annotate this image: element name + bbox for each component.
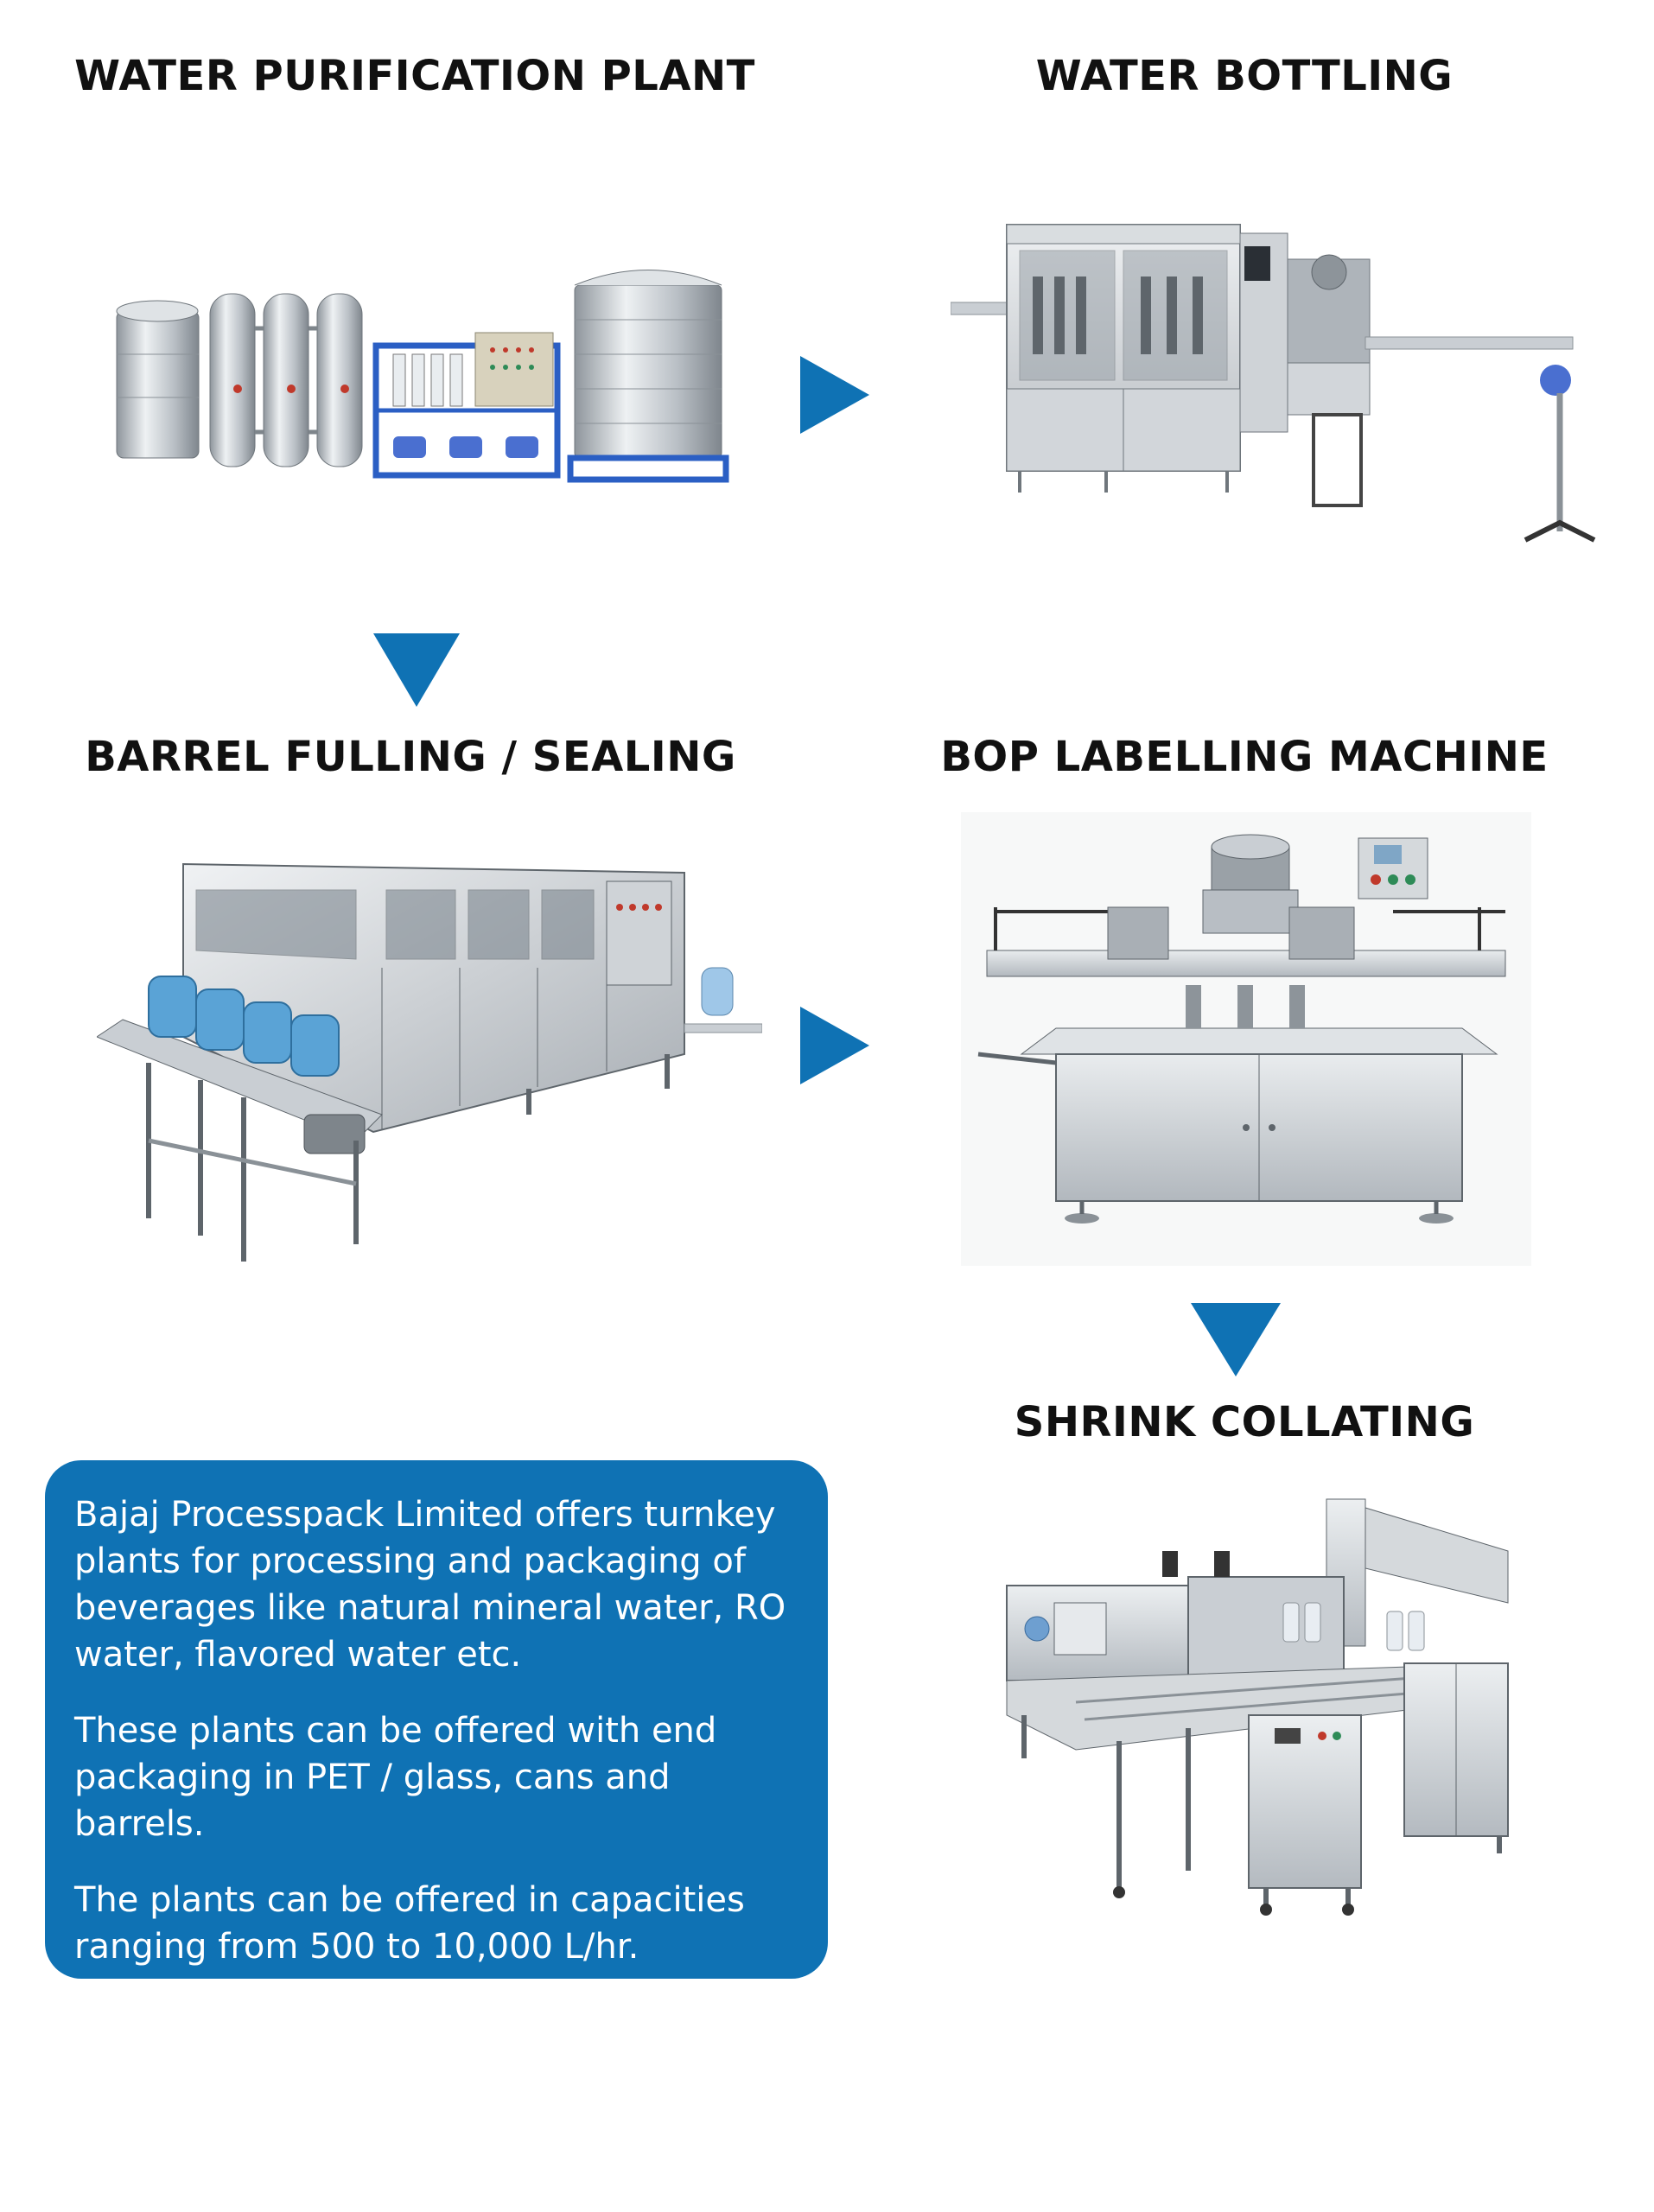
step-title-purification: WATER PURIFICATION PLANT — [74, 52, 755, 100]
info-paragraph: The plants can be offered in capacities … — [74, 1880, 745, 1967]
info-box: Bajaj Processpack Limited offers turnkey… — [45, 1460, 828, 1979]
arrow-down-icon — [373, 633, 460, 707]
arrow-right-1 — [800, 356, 869, 434]
arrow-down-2 — [1191, 1303, 1281, 1376]
arrow-right-icon — [800, 356, 869, 434]
step-title-barrel: BARREL FULLING / SEALING — [85, 733, 736, 781]
shrink-collating-machine-image — [989, 1491, 1530, 1948]
step-title-bottling: WATER BOTTLING — [1035, 52, 1454, 100]
bottling-machine-image — [951, 207, 1607, 553]
arrow-down-1 — [373, 633, 460, 707]
step-title-labelling: BOP LABELLING MACHINE — [940, 733, 1549, 781]
arrow-right-2 — [800, 1007, 869, 1084]
purification-plant-image — [108, 259, 739, 501]
arrow-down-icon — [1191, 1303, 1281, 1376]
barrel-filling-machine-image — [97, 855, 762, 1279]
labelling-machine-image — [961, 812, 1531, 1266]
info-paragraph: These plants can be offered with end pac… — [74, 1711, 717, 1844]
info-paragraph: Bajaj Processpack Limited offers turnkey… — [74, 1495, 786, 1675]
step-title-shrink: SHRINK COLLATING — [1014, 1398, 1475, 1446]
arrow-right-icon — [800, 1007, 869, 1084]
